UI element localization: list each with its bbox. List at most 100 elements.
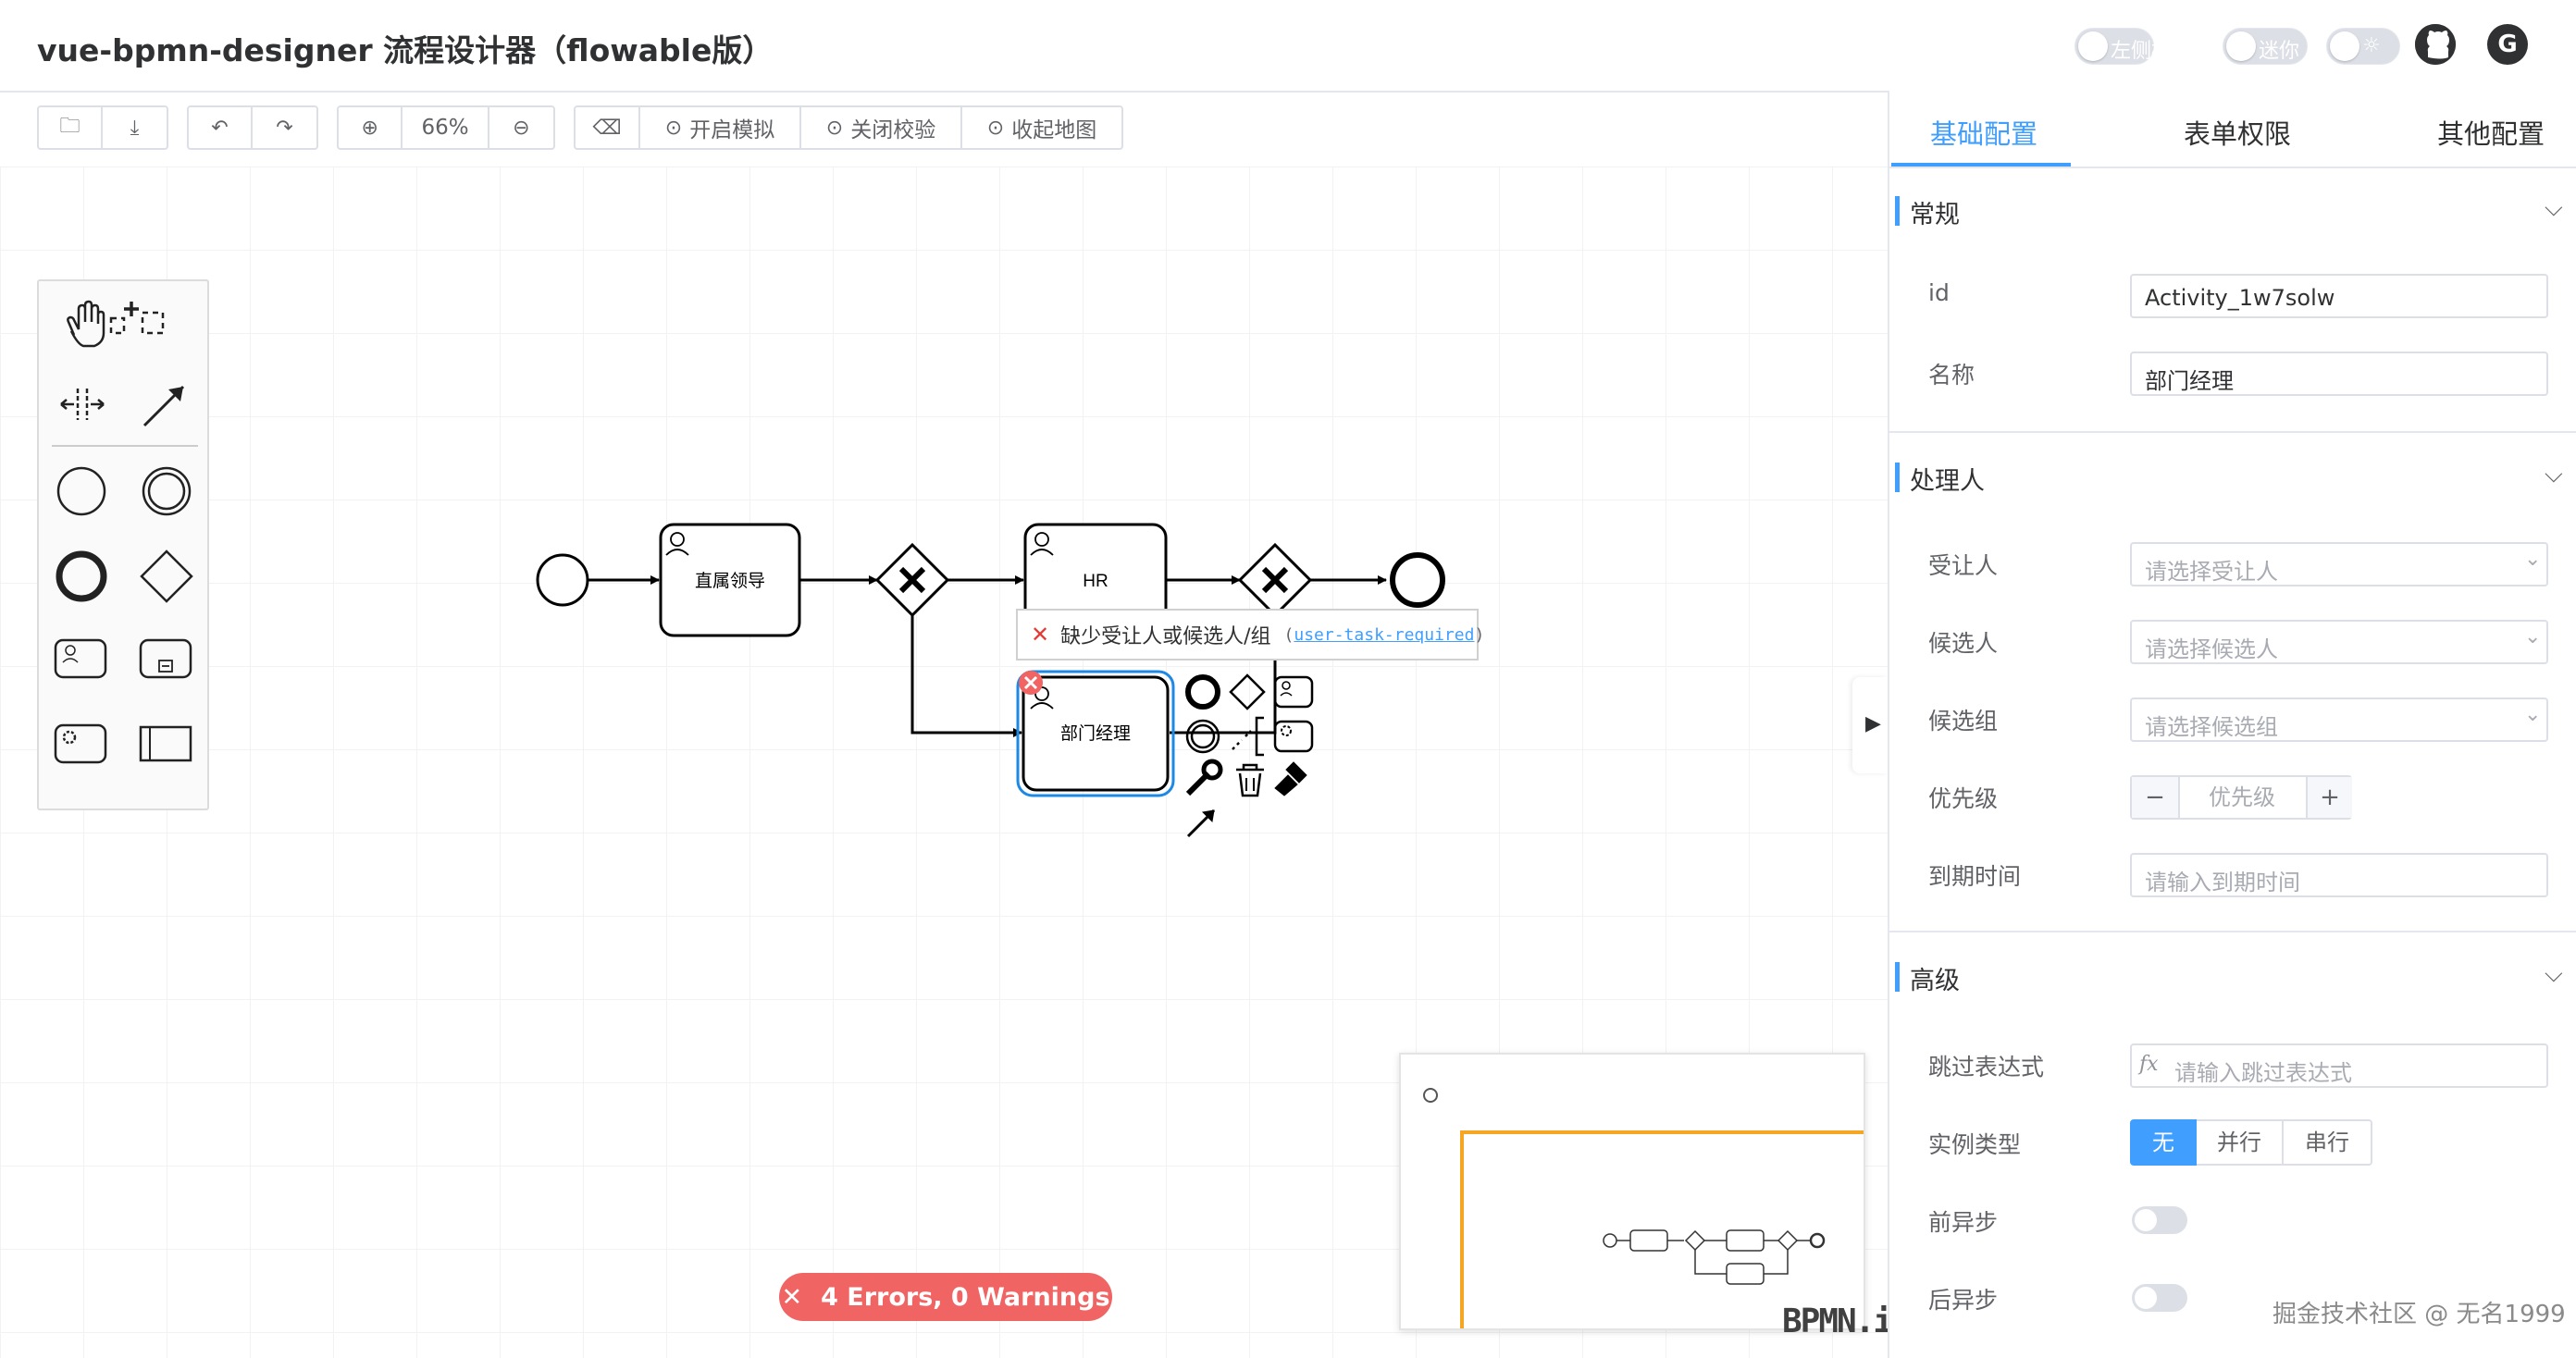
decrease-button[interactable]: − <box>2132 777 2180 818</box>
clear-button[interactable]: ⌫ <box>576 107 640 148</box>
due-date-label: 到期时间 <box>1928 863 2022 890</box>
pool[interactable] <box>139 725 192 762</box>
folder-open-icon: 🗀 <box>59 115 80 138</box>
name-input[interactable]: 部门经理 <box>2130 352 2548 396</box>
append-user-task-icon[interactable] <box>1273 675 1314 709</box>
gitee-icon[interactable]: G <box>2487 24 2528 65</box>
open-button[interactable]: 🗀 <box>39 107 104 148</box>
user-task[interactable] <box>54 638 107 679</box>
zoom-out-icon: ⊖ <box>513 116 530 140</box>
zoom-in-icon: ⊕ <box>361 116 378 140</box>
trash-icon[interactable] <box>1236 763 1264 797</box>
chevron-down-icon[interactable]: ⌵ <box>2545 194 2563 222</box>
append-service-task-icon[interactable] <box>1273 720 1314 753</box>
chevron-down-icon[interactable]: ⌵ <box>2545 461 2563 488</box>
groups-select[interactable]: 请选择候选组 <box>2130 698 2548 742</box>
lint-errors-badge[interactable]: ✕ 4 Errors, 0 Warnings <box>779 1273 1112 1321</box>
task-label: 部门经理 <box>1060 723 1131 744</box>
id-input[interactable]: Activity_1w7solw <box>2130 274 2548 318</box>
task-direct-leader[interactable]: 直属领导 <box>659 523 801 637</box>
pause-circle-icon: ⊙ <box>986 116 1005 140</box>
instance-type-sequential[interactable]: 串行 <box>2284 1119 2372 1166</box>
end-event[interactable] <box>1390 552 1445 608</box>
task-department-manager[interactable]: 部门经理 <box>1016 670 1175 797</box>
minimap-label: 收起地图 <box>1011 118 1097 142</box>
lint-tooltip: ✕ 缺少受让人或候选人/组 (user-task-required) <box>1016 609 1484 660</box>
append-end-event-icon[interactable] <box>1185 674 1220 710</box>
palette <box>37 279 209 810</box>
async-before-toggle[interactable] <box>2132 1206 2187 1234</box>
bpmn-diagram: 直属领导 HR 部门经理 <box>536 523 1445 838</box>
validate-button[interactable]: ⊙关闭校验 <box>801 107 962 148</box>
due-date-input[interactable]: 请输入到期时间 <box>2130 853 2548 897</box>
chevron-down-icon: ⌄ <box>2524 548 2542 571</box>
theme-switch[interactable]: ☼ <box>2326 28 2400 65</box>
candidates-select[interactable]: 请选择候选人 <box>2130 620 2548 664</box>
mini-switch[interactable]: 迷你 <box>2223 28 2308 65</box>
lint-rule-link[interactable]: user-task-required <box>1294 624 1475 645</box>
panel-collapse-button[interactable]: ▶ <box>1852 677 1888 773</box>
app-title: vue-bpmn-designer 流程设计器（flowable版） <box>37 32 774 68</box>
exclusive-gateway[interactable] <box>1237 542 1313 618</box>
file-group: 🗀 ⤓ <box>37 105 168 150</box>
section-assignee-title[interactable]: 处理人 <box>1910 467 1985 496</box>
section-divider <box>1889 431 2576 433</box>
service-task[interactable] <box>54 723 107 764</box>
redo-button[interactable]: ↷ <box>253 107 316 148</box>
zoom-level[interactable]: 66% <box>402 107 489 148</box>
subprocess[interactable] <box>139 638 192 679</box>
minimap-toggle-button[interactable]: ⊙收起地图 <box>962 107 1121 148</box>
instance-type-none[interactable]: 无 <box>2130 1119 2197 1166</box>
active-tab-indicator <box>1891 163 2071 167</box>
undo-button[interactable]: ↶ <box>189 107 254 148</box>
append-gateway-icon[interactable] <box>1229 673 1266 710</box>
start-event[interactable] <box>536 553 589 607</box>
simulate-button[interactable]: ⊙开启模拟 <box>640 107 801 148</box>
hand-tool[interactable] <box>67 300 105 348</box>
zoom-out-button[interactable]: ⊖ <box>489 107 553 148</box>
minimap[interactable] <box>1399 1053 1865 1330</box>
async-after-toggle[interactable] <box>2132 1284 2187 1312</box>
global-connect-tool[interactable] <box>142 385 185 427</box>
minimap-viewport[interactable] <box>1460 1130 1865 1330</box>
priority-input[interactable]: 优先级 <box>2209 784 2275 810</box>
properties-panel: 基础配置 表单权限 其他配置 常规 ⌵ id Activity_1w7solw … <box>1888 91 2576 1358</box>
download-button[interactable]: ⤓ <box>103 107 167 148</box>
task-hr[interactable]: HR <box>1023 523 1168 637</box>
section-advanced-title[interactable]: 高级 <box>1910 967 1960 995</box>
app-header: vue-bpmn-designer 流程设计器（flowable版） 左侧标签 … <box>0 0 2576 93</box>
text-annotation-icon[interactable] <box>1232 716 1264 757</box>
wrench-icon[interactable] <box>1185 759 1223 796</box>
tab-other-config[interactable]: 其他配置 <box>2437 118 2545 150</box>
append-intermediate-event-icon[interactable] <box>1185 719 1220 754</box>
skip-expression-input[interactable]: 请输入跳过表达式 <box>2130 1043 2548 1088</box>
start-event[interactable] <box>56 466 106 516</box>
tab-form-permission[interactable]: 表单权限 <box>2184 118 2292 150</box>
context-pad <box>1185 673 1314 838</box>
exclusive-gateway[interactable] <box>874 542 950 618</box>
paint-brush-icon[interactable] <box>1274 761 1307 796</box>
connect-arrow-icon[interactable] <box>1186 809 1216 838</box>
end-event[interactable] <box>56 550 107 602</box>
gateway[interactable] <box>140 549 193 603</box>
field-id-label: id <box>1928 279 1950 306</box>
lasso-tool[interactable] <box>109 302 165 335</box>
paren-close: ) <box>1474 624 1485 645</box>
async-after-label: 后异步 <box>1928 1287 1999 1314</box>
tab-basic-config[interactable]: 基础配置 <box>1930 118 2038 150</box>
instance-type-parallel[interactable]: 并行 <box>2197 1119 2284 1166</box>
lint-error-icon[interactable] <box>1019 671 1043 695</box>
intermediate-event[interactable] <box>142 466 192 516</box>
zoom-in-button[interactable]: ⊕ <box>339 107 403 148</box>
field-name-label: 名称 <box>1928 362 1975 389</box>
increase-button[interactable]: + <box>2306 777 2352 818</box>
space-tool[interactable] <box>60 389 105 420</box>
left-label-switch[interactable]: 左侧标签 <box>2074 28 2192 65</box>
assignee-select[interactable]: 请选择受让人 <box>2130 542 2548 586</box>
redo-icon: ↷ <box>276 116 293 140</box>
github-icon[interactable] <box>2415 24 2456 65</box>
section-marker <box>1895 962 1900 992</box>
section-general-title[interactable]: 常规 <box>1910 201 1960 229</box>
chevron-down-icon[interactable]: ⌵ <box>2545 960 2563 988</box>
caret-right-icon: ▶ <box>1865 712 1881 735</box>
